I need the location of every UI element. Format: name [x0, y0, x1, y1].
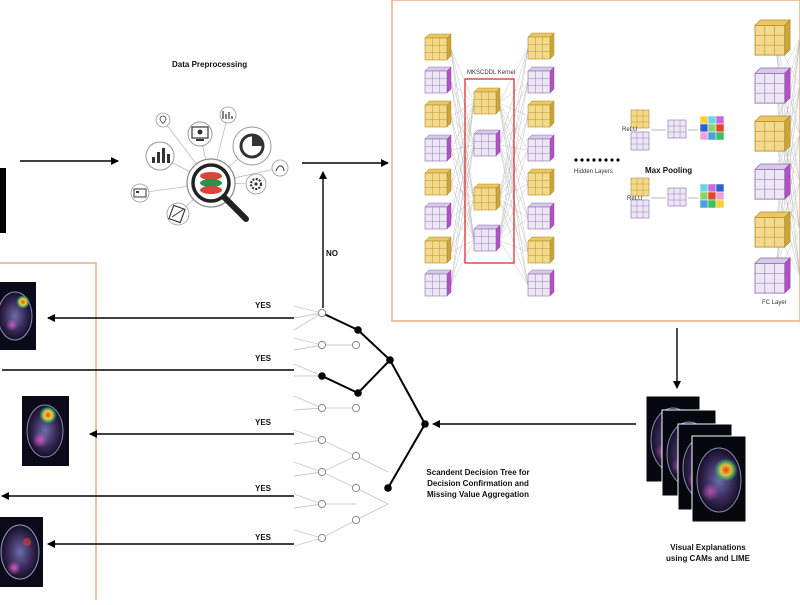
max-pooling-label: Max Pooling [645, 166, 693, 175]
tree-node-open-11 [351, 515, 361, 525]
no-label: NO [326, 249, 338, 258]
decision-tree [293, 305, 429, 547]
magnifier-icon [186, 158, 249, 222]
tree-node-open-3 [351, 340, 361, 350]
kernel-label: MKSCDDL Kernel [467, 70, 516, 76]
kernel-cube-2 [473, 129, 501, 157]
yes-label-1: YES [255, 301, 272, 310]
tree-node-filled-6 [384, 484, 392, 492]
folder-icon [130, 183, 150, 203]
input-cube-7 [424, 236, 452, 264]
input-cube-2 [424, 66, 452, 94]
relu-label-2: ReLU [627, 196, 643, 202]
cnn-architecture-box [391, 0, 800, 322]
fc-cube-6 [754, 257, 791, 294]
output-mri-2 [22, 396, 69, 466]
hidden-layers-label: Hidden Layers [574, 169, 613, 175]
kernel-cube-3 [473, 183, 501, 211]
bar-chart-icon [145, 141, 175, 171]
tree-node-filled-2 [386, 356, 394, 364]
explanation-image-4 [691, 435, 747, 523]
decision-tree-label: Scandent Decision Tree for Decision Conf… [426, 468, 530, 499]
hidden-cube-7 [527, 236, 555, 264]
visual-explanations-stack [645, 395, 747, 523]
input-cube-5 [424, 168, 452, 196]
tree-node-filled-4 [354, 389, 362, 397]
yes-label-5: YES [255, 533, 272, 542]
pool-row-1 [630, 109, 725, 151]
chart-small-icon [219, 106, 237, 124]
hidden-cube-4 [527, 134, 555, 162]
yes-label-2: YES [255, 354, 272, 363]
hidden-cube-6 [527, 202, 555, 230]
hidden-layers-dots [574, 158, 620, 162]
fc-cube-1 [754, 19, 791, 56]
monitor-icon [187, 121, 213, 147]
tree-node-open-10 [317, 499, 327, 509]
hand-icon [271, 159, 289, 177]
fc-cube-3 [754, 115, 791, 152]
hidden-cube-5 [527, 168, 555, 196]
relu-label-1: ReLU [622, 127, 638, 133]
tablet-icon [166, 202, 190, 226]
tree-node-open-1 [317, 308, 327, 318]
tree-node-open-6 [317, 435, 327, 445]
pie-chart-icon [232, 126, 272, 166]
fc-cube-5 [754, 211, 791, 248]
yes-arrows [1, 314, 294, 548]
input-cube-3 [424, 100, 452, 128]
input-mri-image [0, 168, 6, 233]
preprocessing-icon-cluster [130, 106, 289, 226]
kernel-cube-4 [473, 224, 501, 252]
tree-node-open-7 [351, 451, 361, 461]
lightbulb-icon [155, 112, 171, 128]
cnn-architecture [424, 19, 800, 297]
kernel-highlight-box [464, 78, 515, 264]
max-pooling-block [630, 109, 725, 219]
tree-node-filled-3 [354, 326, 362, 334]
hidden-cube-3 [527, 100, 555, 128]
tree-node-open-2 [317, 340, 327, 350]
input-cube-6 [424, 202, 452, 230]
hidden-cube-2 [527, 66, 555, 94]
kernel-cube-1 [473, 87, 501, 115]
tree-node-filled-5 [318, 372, 326, 380]
fc-cube-2 [754, 67, 791, 104]
hidden-cube-8 [527, 269, 555, 297]
input-cube-1 [424, 33, 452, 61]
fc-layer-label: FC Layer [762, 300, 787, 306]
preprocessing-title: Data Preprocessing [172, 60, 248, 69]
tree-node-open-4 [317, 403, 327, 413]
output-mri-3 [0, 517, 43, 587]
tree-node-filled-1 [421, 420, 429, 428]
cnn-cubes [424, 19, 791, 297]
tree-node-open-5 [351, 403, 361, 413]
output-mri-1 [0, 282, 36, 350]
fc-cube-4 [754, 163, 791, 200]
visual-explanations-label: Visual Explanations using CAMs and LIME [666, 543, 750, 563]
input-cube-4 [424, 134, 452, 162]
tree-node-open-9 [351, 483, 361, 493]
pool-row-2 [630, 177, 725, 219]
tree-node-open-8 [317, 467, 327, 477]
yes-label-3: YES [255, 418, 272, 427]
input-cube-8 [424, 269, 452, 297]
hidden-cube-1 [527, 32, 555, 60]
tree-node-open-12 [317, 533, 327, 543]
yes-label-4: YES [255, 484, 272, 493]
gear-icon [245, 173, 267, 195]
